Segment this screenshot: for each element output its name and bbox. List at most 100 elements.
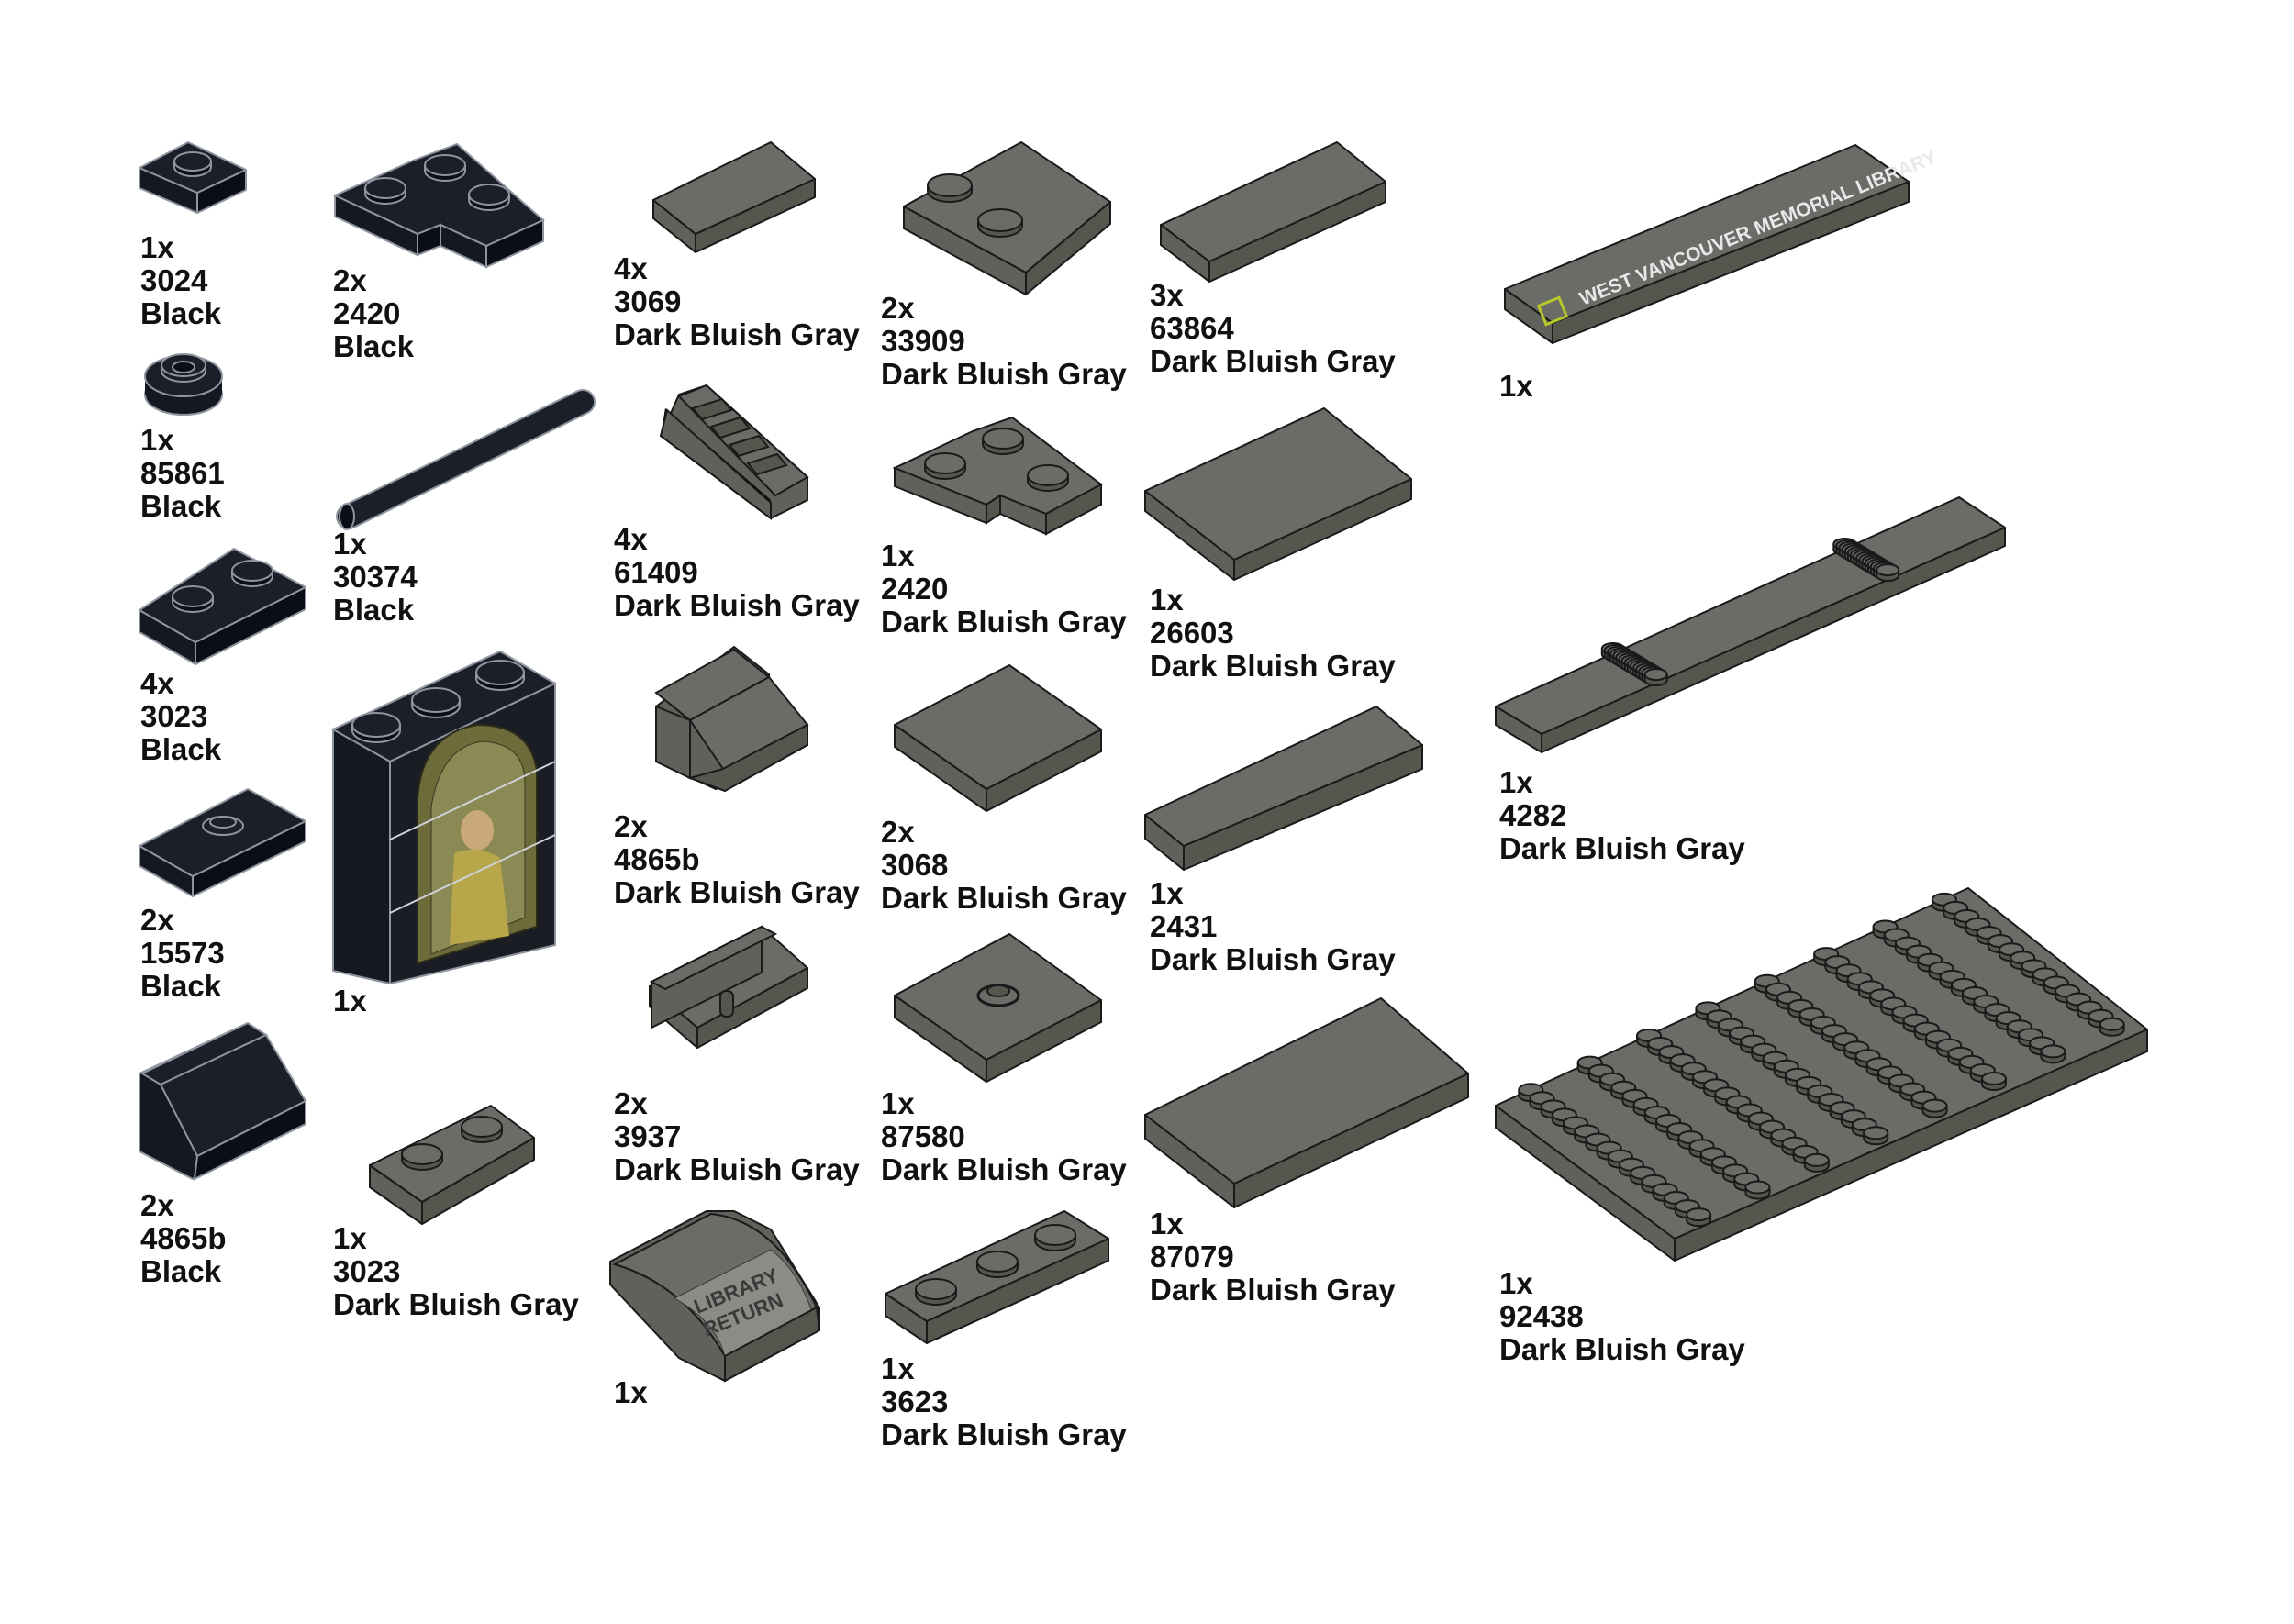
brick-3069-tile bbox=[653, 142, 815, 252]
part-qty: 1x bbox=[1150, 584, 1396, 617]
brick-2420-gray bbox=[895, 417, 1101, 534]
part-label-26603: 1x 26603 Dark Bluish Gray bbox=[1150, 584, 1396, 683]
part-color: Dark Bluish Gray bbox=[881, 606, 1127, 639]
part-qty: 1x bbox=[1150, 1207, 1396, 1240]
brick-85861-round bbox=[145, 354, 222, 415]
brick-2431-tile bbox=[1145, 706, 1422, 870]
part-color: Dark Bluish Gray bbox=[1150, 345, 1396, 378]
part-label-3068: 2x 3068 Dark Bluish Gray bbox=[881, 816, 1127, 915]
part-qty: 1x bbox=[140, 424, 225, 457]
part-color: Dark Bluish Gray bbox=[614, 1153, 860, 1186]
brick-63864-tile bbox=[1161, 142, 1386, 282]
brick-4865b-black bbox=[139, 1023, 306, 1179]
part-color: Dark Bluish Gray bbox=[1150, 943, 1396, 976]
brick-4865b-gray bbox=[656, 647, 807, 791]
part-qty: 4x bbox=[140, 667, 221, 700]
brick-3024-black bbox=[139, 142, 246, 213]
part-label-3023-gray: 1x 3023 Dark Bluish Gray bbox=[333, 1222, 579, 1321]
part-label-87580: 1x 87580 Dark Bluish Gray bbox=[881, 1087, 1127, 1186]
part-label-3024: 1x 3024 Black bbox=[140, 231, 221, 330]
part-label-2420-gray: 1x 2420 Dark Bluish Gray bbox=[881, 539, 1127, 639]
part-qty: 2x bbox=[614, 1087, 860, 1120]
part-qty: 1x bbox=[881, 539, 1127, 573]
part-number: 4865b bbox=[140, 1222, 227, 1255]
part-qty: 1x bbox=[881, 1087, 1127, 1120]
part-number: 85861 bbox=[140, 457, 225, 490]
part-number: 26603 bbox=[1150, 617, 1396, 650]
part-qty: 1x bbox=[881, 1352, 1127, 1385]
part-label-3023-black: 4x 3023 Black bbox=[140, 667, 221, 766]
part-label-4282: 1x 4282 Dark Bluish Gray bbox=[1499, 766, 1745, 865]
brick-3023-black bbox=[139, 549, 306, 664]
part-qty: 1x bbox=[614, 1376, 648, 1409]
part-color: Dark Bluish Gray bbox=[1150, 650, 1396, 683]
brick-library-tile: WEST VANCOUVER MEMORIAL LIBRARY bbox=[1505, 145, 1940, 343]
part-qty: 1x bbox=[1499, 1267, 1745, 1300]
part-color: Dark Bluish Gray bbox=[881, 358, 1127, 391]
part-label-2420-black: 2x 2420 Black bbox=[333, 264, 414, 363]
part-number: 3937 bbox=[614, 1120, 860, 1153]
part-qty: 1x bbox=[1499, 370, 1533, 403]
part-number: 3069 bbox=[614, 285, 860, 318]
part-qty: 2x bbox=[881, 816, 1127, 849]
part-color: Dark Bluish Gray bbox=[333, 1288, 579, 1321]
part-label-window: 1x bbox=[333, 984, 367, 1018]
part-label-30374: 1x 30374 Black bbox=[333, 528, 418, 627]
part-color: Black bbox=[140, 1255, 227, 1288]
brick-15573-black bbox=[139, 789, 306, 896]
part-qty: 1x bbox=[1150, 877, 1396, 910]
part-number: 3068 bbox=[881, 849, 1127, 882]
part-color: Black bbox=[140, 970, 225, 1003]
part-qty: 2x bbox=[333, 264, 414, 297]
part-qty: 1x bbox=[333, 1222, 579, 1255]
part-label-92438: 1x 92438 Dark Bluish Gray bbox=[1499, 1267, 1745, 1366]
part-color: Dark Bluish Gray bbox=[614, 318, 860, 351]
part-label-3069: 4x 3069 Dark Bluish Gray bbox=[614, 252, 860, 351]
part-number: 87580 bbox=[881, 1120, 1127, 1153]
part-number: 3024 bbox=[140, 264, 221, 297]
library-tile-print: WEST VANCOUVER MEMORIAL LIBRARY bbox=[1576, 147, 1940, 310]
part-label-4865b-gray: 2x 4865b Dark Bluish Gray bbox=[614, 810, 860, 909]
part-color: Black bbox=[140, 733, 221, 766]
brick-4282-plate bbox=[1496, 497, 2005, 752]
part-qty: 2x bbox=[614, 810, 860, 843]
part-qty: 1x bbox=[333, 528, 418, 561]
brick-61409-slope bbox=[661, 385, 807, 518]
part-label-library-tile: 1x bbox=[1499, 370, 1533, 403]
part-number: 61409 bbox=[614, 556, 860, 589]
part-label-61409: 4x 61409 Dark Bluish Gray bbox=[614, 523, 860, 622]
part-color: Dark Bluish Gray bbox=[1499, 832, 1745, 865]
brick-3937-hinge bbox=[650, 927, 807, 1048]
brick-26603-tile bbox=[1145, 408, 1411, 580]
part-number: 3023 bbox=[140, 700, 221, 733]
brick-87079-tile bbox=[1145, 998, 1468, 1207]
part-qty: 1x bbox=[1499, 766, 1745, 799]
part-qty: 2x bbox=[140, 904, 225, 937]
part-number: 63864 bbox=[1150, 312, 1396, 345]
part-color: Dark Bluish Gray bbox=[881, 1153, 1127, 1186]
part-number: 15573 bbox=[140, 937, 225, 970]
part-color: Dark Bluish Gray bbox=[1499, 1333, 1745, 1366]
part-label-15573: 2x 15573 Black bbox=[140, 904, 225, 1003]
brick-92438-plate bbox=[1496, 888, 2147, 1261]
part-label-return-slope: 1x bbox=[614, 1376, 648, 1409]
part-number: 33909 bbox=[881, 325, 1127, 358]
part-color: Dark Bluish Gray bbox=[881, 882, 1127, 915]
part-color: Dark Bluish Gray bbox=[881, 1418, 1127, 1452]
brick-3068-tile bbox=[895, 665, 1101, 811]
part-number: 87079 bbox=[1150, 1240, 1396, 1274]
part-qty: 4x bbox=[614, 252, 860, 285]
brick-33909 bbox=[904, 142, 1110, 295]
part-label-63864: 3x 63864 Dark Bluish Gray bbox=[1150, 279, 1396, 378]
part-qty: 2x bbox=[881, 292, 1127, 325]
brick-window-panel bbox=[333, 651, 555, 984]
part-label-87079: 1x 87079 Dark Bluish Gray bbox=[1150, 1207, 1396, 1307]
part-qty: 2x bbox=[140, 1189, 227, 1222]
part-color: Dark Bluish Gray bbox=[614, 876, 860, 909]
part-qty: 1x bbox=[140, 231, 221, 264]
part-number: 4865b bbox=[614, 843, 860, 876]
part-number: 2420 bbox=[333, 297, 414, 330]
